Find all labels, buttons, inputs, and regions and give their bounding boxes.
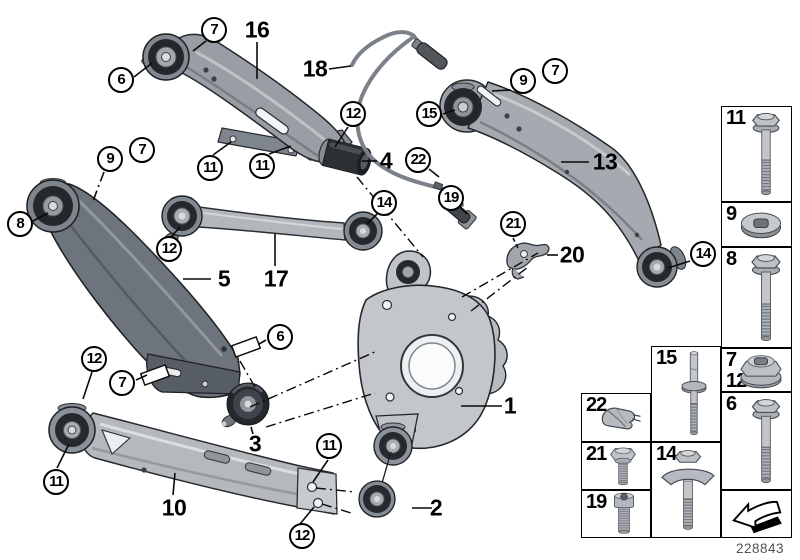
callout-18[interactable]: 18 xyxy=(302,55,328,82)
callout-4[interactable]: 4 xyxy=(379,147,393,174)
washer-icon xyxy=(740,212,782,238)
flange-bolt-icon xyxy=(751,398,781,484)
socket-screw-icon xyxy=(614,492,634,534)
callout-1[interactable]: 1 xyxy=(503,392,517,419)
legend-cell-8[interactable]: 8 xyxy=(721,247,792,348)
callout-14[interactable]: 14 xyxy=(690,241,716,267)
part-16-upper-arm xyxy=(141,33,353,164)
part-4-bushing xyxy=(318,138,372,176)
legend-cell-11[interactable]: 11 xyxy=(721,106,792,202)
leader-lines xyxy=(32,40,691,525)
callout-16[interactable]: 16 xyxy=(244,16,270,43)
part-13-camber-arm xyxy=(439,79,687,288)
legend-label: 15 xyxy=(656,347,677,369)
part-5-lower-control-arm xyxy=(26,178,241,399)
stud-bolt-icon xyxy=(681,350,707,436)
callout-3[interactable]: 3 xyxy=(248,430,262,457)
callout-12[interactable]: 12 xyxy=(81,346,107,372)
part-10-trailing-arm xyxy=(48,403,338,515)
legend-cell-21[interactable]: 21 xyxy=(581,442,651,490)
legend-label: 22 xyxy=(586,394,607,416)
callout-7[interactable]: 7 xyxy=(542,58,568,84)
callout-20[interactable]: 20 xyxy=(559,241,585,268)
callout-22[interactable]: 22 xyxy=(405,147,431,173)
callout-12[interactable]: 12 xyxy=(340,101,366,127)
wing-bolt-icon xyxy=(661,449,715,531)
callout-9[interactable]: 9 xyxy=(97,146,123,172)
legend-cell-19[interactable]: 19 xyxy=(581,490,651,538)
legend-label: 6 xyxy=(726,393,737,415)
callout-17[interactable]: 17 xyxy=(263,265,289,292)
callout-8[interactable]: 8 xyxy=(7,211,33,237)
part-3-bushing xyxy=(221,382,270,428)
callout-12[interactable]: 12 xyxy=(156,236,182,262)
callout-15[interactable]: 15 xyxy=(416,101,442,127)
callout-9[interactable]: 9 xyxy=(510,68,536,94)
part-17-control-rod xyxy=(161,195,383,251)
part-2-bushing xyxy=(358,480,396,518)
legend-cell-9[interactable]: 9 xyxy=(721,202,792,247)
legend-label: 7 xyxy=(726,349,737,371)
callout-11[interactable]: 11 xyxy=(197,155,223,181)
callout-19[interactable]: 19 xyxy=(438,185,464,211)
callout-11[interactable]: 11 xyxy=(43,469,69,495)
legend-cell-22[interactable]: 22 xyxy=(581,393,651,442)
legend-label: 9 xyxy=(726,203,737,225)
callout-7[interactable]: 7 xyxy=(129,137,155,163)
callout-11[interactable]: 11 xyxy=(249,153,275,179)
callout-14[interactable]: 14 xyxy=(371,190,397,216)
callout-13[interactable]: 13 xyxy=(592,148,618,175)
legend-cell-6[interactable]: 6 xyxy=(721,392,792,490)
legend-label: 19 xyxy=(586,491,607,513)
legend-label: 8 xyxy=(726,248,737,270)
part-20-bracket xyxy=(506,242,550,280)
callout-5[interactable]: 5 xyxy=(217,265,231,292)
callout-6[interactable]: 6 xyxy=(267,324,293,350)
flange-nut-icon xyxy=(740,355,782,389)
flange-bolt-icon xyxy=(752,112,780,196)
reference-lines xyxy=(239,176,539,514)
callout-10[interactable]: 10 xyxy=(161,494,187,521)
legend-label: 21 xyxy=(586,443,607,465)
clip-icon xyxy=(601,406,642,429)
legend-label: 11 xyxy=(726,107,746,129)
callout-7[interactable]: 7 xyxy=(201,17,227,43)
doc-number: 228843 xyxy=(736,541,785,556)
part-1-wheel-carrier xyxy=(357,250,508,498)
flange-bolt-icon xyxy=(751,253,781,342)
callout-11[interactable]: 11 xyxy=(316,433,342,459)
legend-cell-nav-arrow[interactable] xyxy=(721,490,792,538)
legend-cell-14[interactable]: 14 xyxy=(651,442,721,538)
callout-6[interactable]: 6 xyxy=(108,67,134,93)
callout-12[interactable]: 12 xyxy=(289,523,315,549)
callout-21[interactable]: 21 xyxy=(500,211,526,237)
nav-arrow-icon xyxy=(732,500,783,534)
hex-bolt-short-icon xyxy=(610,447,636,486)
callout-2[interactable]: 2 xyxy=(429,494,443,521)
bolt-position-markers xyxy=(139,335,262,387)
legend-label: 14 xyxy=(656,443,677,465)
callout-7[interactable]: 7 xyxy=(109,370,135,396)
legend-cell-15[interactable]: 15 xyxy=(651,346,721,442)
